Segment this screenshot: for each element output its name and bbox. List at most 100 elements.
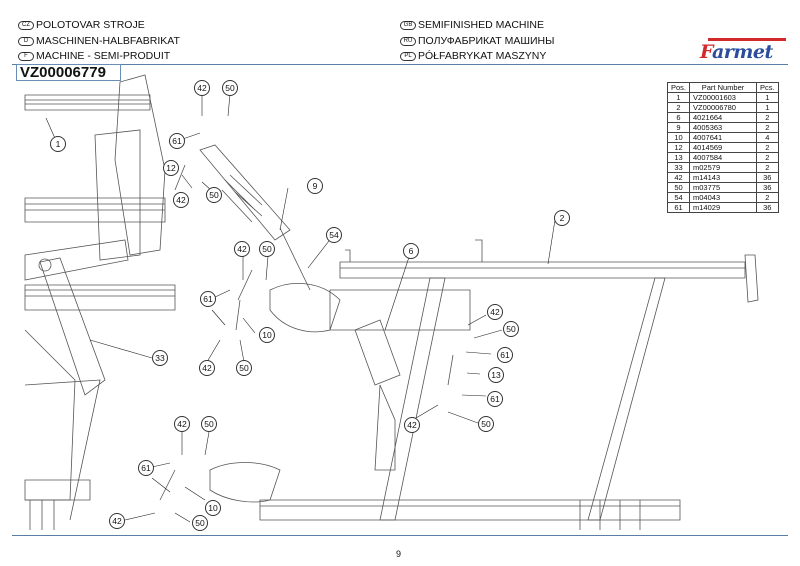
pcs: 36: [756, 202, 779, 213]
link-6: [209, 283, 401, 503]
callout-6[interactable]: 6: [403, 243, 419, 259]
callout-61[interactable]: 61: [169, 133, 185, 149]
pcs: 36: [756, 172, 779, 183]
title-text: SEMIFINISHED MACHINE: [418, 19, 545, 31]
lang-badge-ru: RU: [400, 36, 416, 46]
pcs: 1: [756, 92, 779, 103]
pos: 1: [666, 92, 691, 103]
logo-bar: [708, 38, 786, 41]
callout-61[interactable]: 61: [200, 291, 216, 307]
pos: 10: [666, 132, 691, 143]
shock-absorber-9: [199, 144, 311, 291]
title-text: PÓŁFABRYKAT MASZYNY: [418, 50, 547, 62]
lang-badge-de: D: [18, 36, 34, 46]
callout-50[interactable]: 50: [222, 80, 238, 96]
part-number: 4005363: [689, 122, 758, 133]
callout-10[interactable]: 10: [205, 500, 221, 516]
part-number: m03775: [689, 182, 758, 193]
pcs: 4: [756, 132, 779, 143]
callout-2[interactable]: 2: [554, 210, 570, 226]
callout-50[interactable]: 50: [259, 241, 275, 257]
logo-letters: armet: [711, 41, 773, 63]
parts-table-header: Pos. Part Number Pcs.: [666, 82, 779, 93]
callout-42[interactable]: 42: [404, 417, 420, 433]
title-ru: RU ПОЛУФАБРИКАТ МАШИНЫ: [400, 35, 554, 47]
frame-part-1: [24, 74, 176, 530]
part-number: 4007641: [689, 132, 758, 143]
callout-50[interactable]: 50: [192, 515, 208, 531]
callout-50[interactable]: 50: [201, 416, 217, 432]
callout-42[interactable]: 42: [487, 304, 503, 320]
frame-part-2: [259, 239, 759, 530]
page-number: 9: [396, 549, 402, 559]
pos: 2: [666, 102, 691, 113]
pcs: 36: [756, 182, 779, 193]
callout-61[interactable]: 61: [138, 460, 154, 476]
callout-42[interactable]: 42: [234, 241, 250, 257]
title-gb: GB SEMIFINISHED MACHINE: [400, 19, 544, 31]
title-text: MASCHINEN-HALBFABRIKAT: [36, 35, 180, 47]
hinge-pins: [159, 164, 454, 501]
callout-12[interactable]: 12: [163, 160, 179, 176]
farmet-logo: Farmet: [700, 38, 786, 64]
part-number: VZ00001603: [689, 92, 758, 103]
pcs: 2: [756, 192, 779, 203]
lang-badge-fr: F: [18, 51, 34, 61]
callout-1[interactable]: 1: [50, 136, 66, 152]
callout-42[interactable]: 42: [199, 360, 215, 376]
title-text: MACHINE - SEMI-PRODUIT: [36, 50, 171, 62]
callout-42[interactable]: 42: [194, 80, 210, 96]
lang-badge-pl: PL: [400, 51, 416, 61]
part-number: 4007584: [689, 152, 758, 163]
logo-text: Farmet: [700, 41, 773, 63]
callout-61[interactable]: 61: [497, 347, 513, 363]
pcs: 2: [756, 162, 779, 173]
callout-54[interactable]: 54: [326, 227, 342, 243]
pos: 54: [666, 192, 691, 203]
pos: 12: [666, 142, 691, 153]
col-part-number: Part Number: [689, 82, 758, 93]
pcs: 2: [756, 142, 779, 153]
callout-50[interactable]: 50: [206, 187, 222, 203]
assembly-code: VZ00006779: [16, 64, 121, 81]
part-number: m02579: [689, 162, 758, 173]
col-pcs: Pcs.: [756, 82, 779, 93]
callout-10[interactable]: 10: [259, 327, 275, 343]
callout-42[interactable]: 42: [173, 192, 189, 208]
pos: 33: [666, 162, 691, 173]
part-number: m14143: [689, 172, 758, 183]
part-number: m04043: [689, 192, 758, 203]
callout-50[interactable]: 50: [503, 321, 519, 337]
callout-13[interactable]: 13: [488, 367, 504, 383]
logo-letter-f: F: [700, 41, 712, 63]
lang-badge-gb: GB: [400, 20, 416, 30]
callout-33[interactable]: 33: [152, 350, 168, 366]
callout-50[interactable]: 50: [236, 360, 252, 376]
callout-61[interactable]: 61: [487, 391, 503, 407]
header-rule: [12, 64, 788, 65]
title-text: POLOTOVAR STROJE: [36, 19, 145, 31]
callout-42[interactable]: 42: [109, 513, 125, 529]
pos: 61: [666, 202, 691, 213]
pcs: 2: [756, 122, 779, 133]
callout-42[interactable]: 42: [174, 416, 190, 432]
pos: 6: [666, 112, 691, 123]
footer-rule: [12, 535, 788, 536]
callout-9[interactable]: 9: [307, 178, 323, 194]
callout-50[interactable]: 50: [478, 416, 494, 432]
title-cz: CZ POLOTOVAR STROJE: [18, 19, 145, 31]
title-pl: PL PÓŁFABRYKAT MASZYNY: [400, 50, 546, 62]
pos: 9: [666, 122, 691, 133]
